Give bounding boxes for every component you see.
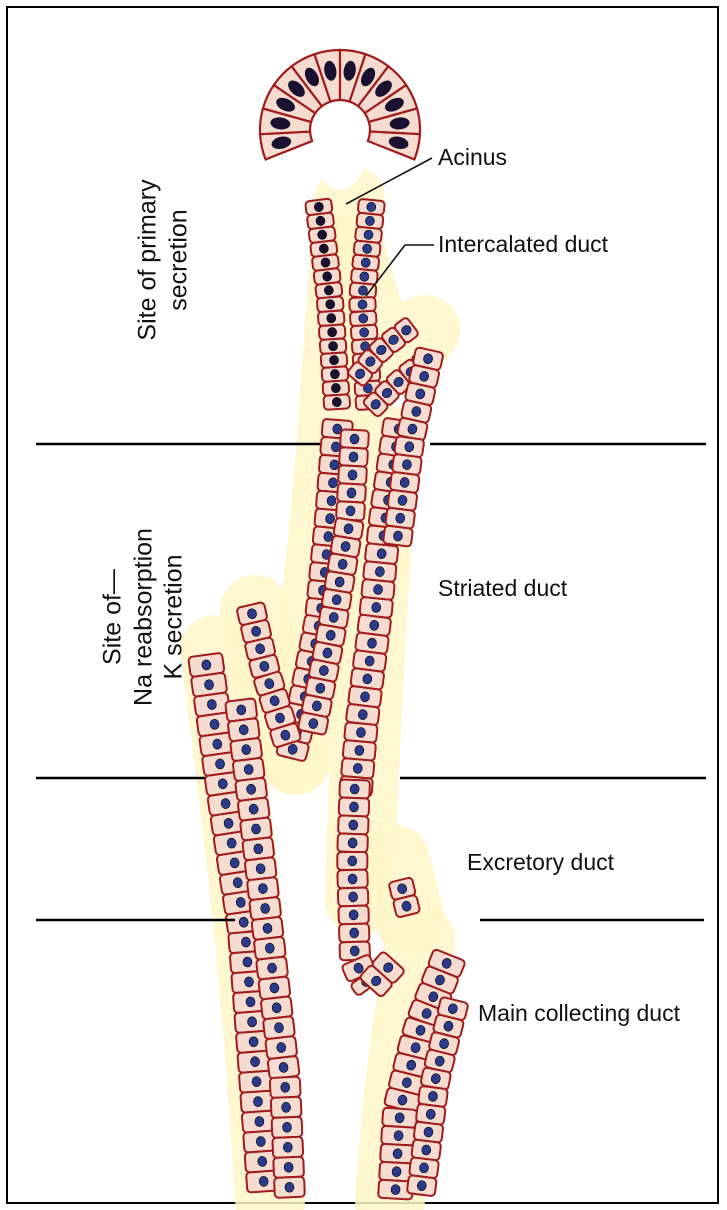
- collecting-left-inner-nucleus-24: [285, 1182, 294, 1192]
- striated-left-inner-nucleus-3: [347, 488, 357, 498]
- reabsorption-secretion-label: Site of— Na reabsorption K secretion: [97, 528, 189, 706]
- striated-left-inner-nucleus-0: [350, 434, 360, 444]
- excretory-right-cell-1: [339, 797, 370, 816]
- collecting-left-inner-nucleus-23: [284, 1162, 293, 1172]
- collecting-left-inner-cell-20: [271, 1097, 302, 1118]
- collecting-right-cell-9: [382, 1108, 417, 1128]
- primary-secretion-line-1: Site of primary: [133, 179, 164, 340]
- striated-left-inner-nucleus-4: [346, 506, 356, 516]
- excretory-right-nucleus-7: [349, 910, 358, 920]
- collecting-left-inner-nucleus-19: [280, 1082, 290, 1092]
- striated-left-inner-cell-2: [338, 465, 367, 485]
- intercalated-left-cell-14: [323, 394, 350, 410]
- striated-left-inner-cell-1: [339, 447, 368, 467]
- collecting-left-inner-cell-18: [268, 1056, 300, 1079]
- primary-secretion-label: Site of primary secretion: [133, 179, 194, 340]
- excretory-duct-label: Excretory duct: [467, 851, 614, 874]
- intercalated-left-nucleus-9: [327, 327, 337, 337]
- intercalated-left-nucleus-13: [331, 383, 341, 393]
- excretory-right-nucleus-3: [348, 838, 357, 848]
- collecting-right-inner-cell-10: [407, 1175, 437, 1196]
- intercalated-left-nucleus-8: [326, 313, 336, 323]
- intercalated-left-nucleus-12: [330, 369, 340, 379]
- collecting-left-inner-nucleus-20: [281, 1102, 290, 1112]
- collecting-right-cell-11: [380, 1144, 415, 1164]
- excretory-right-nucleus-1: [349, 802, 358, 812]
- collecting-right-nucleus-9: [395, 1112, 405, 1123]
- intercalated-left-nucleus-7: [325, 299, 335, 309]
- excretory-right-cell-0: [339, 779, 370, 798]
- collecting-left-inner-cell-24: [274, 1177, 305, 1198]
- collecting-right-nucleus-12: [392, 1166, 402, 1176]
- excretory-right-cell-7: [338, 905, 369, 924]
- striated-right-outer-cell-10: [383, 525, 413, 546]
- collecting-left-inner-cell-22: [272, 1137, 303, 1158]
- collecting-left-inner-cell-21: [272, 1117, 303, 1138]
- reabsorption-line-3: K secretion: [158, 528, 189, 706]
- reabsorption-line-1: Site of—: [97, 528, 128, 706]
- acinus-label: Acinus: [438, 146, 507, 169]
- primary-secretion-line-2: secretion: [163, 179, 194, 340]
- intercalated-left-nucleus-11: [329, 355, 339, 365]
- excretory-right-nucleus-0: [350, 784, 359, 794]
- excretory-right-nucleus-5: [348, 874, 357, 884]
- excretory-right-nucleus-6: [348, 892, 357, 902]
- acinus-lumen: [314, 110, 366, 190]
- excretory-right-nucleus-9: [350, 946, 359, 956]
- excretory-right-cell-8: [339, 923, 370, 942]
- excretory-right-cell-4: [337, 852, 367, 870]
- striated-duct-label: Striated duct: [438, 577, 567, 600]
- excretory-right-cell-5: [337, 869, 368, 888]
- striated-left-inner-cell-0: [340, 429, 369, 449]
- intercalated-right-nucleus-9: [359, 327, 369, 337]
- excretory-right-nucleus-8: [350, 928, 359, 938]
- collecting-left-inner-cell-19: [270, 1077, 301, 1099]
- collecting-left-inner-cell-23: [273, 1157, 304, 1178]
- collecting-right-nucleus-10: [394, 1130, 404, 1140]
- collecting-left-inner-nucleus-22: [283, 1142, 292, 1152]
- intercalated-left-nucleus-14: [332, 397, 342, 407]
- main-collecting-duct-label: Main collecting duct: [478, 1002, 680, 1025]
- excretory-right-cell-2: [338, 815, 369, 834]
- excretory-right-nucleus-4: [348, 856, 357, 866]
- intercalated-right-nucleus-8: [358, 314, 368, 324]
- collecting-right-nucleus-13: [391, 1184, 401, 1194]
- striated-left-inner-nucleus-1: [349, 452, 359, 462]
- reabsorption-line-2: Na reabsorption: [128, 528, 159, 706]
- excretory-right-nucleus-2: [349, 820, 358, 830]
- excretory-right-cell-6: [338, 887, 369, 906]
- striated-left-inner-cell-3: [337, 483, 366, 503]
- collecting-right-nucleus-11: [393, 1148, 403, 1158]
- intercalated-right-cell-7: [349, 297, 375, 312]
- excretory-right-cell-3: [337, 833, 368, 852]
- acinus-cells: [260, 50, 420, 190]
- striated-left-inner-nucleus-2: [348, 470, 358, 480]
- intercalated-left-nucleus-10: [328, 341, 338, 351]
- intercalated-right-nucleus-7: [358, 300, 367, 310]
- intercalated-duct-label: Intercalated duct: [438, 233, 608, 256]
- collecting-right-cell-10: [381, 1126, 416, 1146]
- collecting-left-inner-nucleus-21: [282, 1122, 291, 1132]
